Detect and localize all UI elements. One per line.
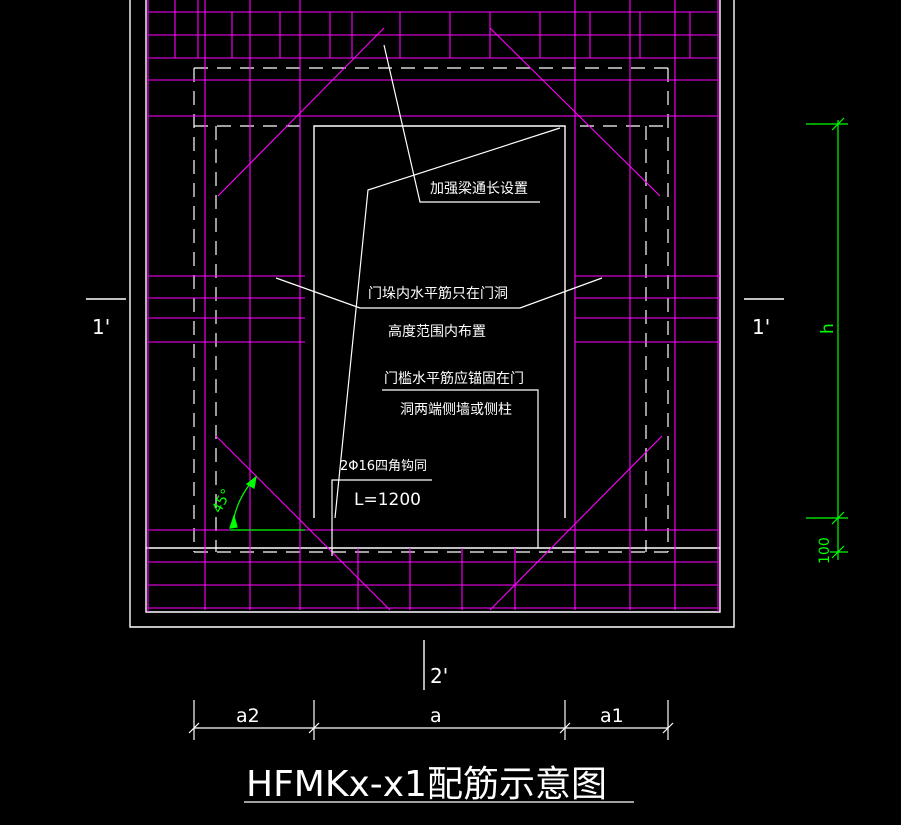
dim-100: 100 [817,537,833,564]
section-marks [86,298,784,690]
corner-bar-length: L=1200 [354,490,421,510]
width-dimension [188,700,674,740]
drawing-title: HFMKx-x1配筋示意图 [246,764,607,805]
sill-note-line2: 洞两端侧墙或侧柱 [400,402,512,418]
rebar-grid [147,0,720,612]
door-opening [146,125,720,549]
dim-a1: a1 [600,705,624,727]
height-dimension [806,117,848,560]
corner-bar-note: 2Φ16四角钩同 [340,459,427,474]
dashed-cage [193,67,669,553]
wall-outline [129,0,735,628]
horizontal-bar-note-line1: 门垛内水平筋只在门洞 [368,285,508,302]
angle-marker [229,475,305,531]
angle-label: 45° [209,486,235,515]
leader-lines [275,44,603,556]
dim-h: h [818,323,838,334]
section-mark-right: 1' [752,315,770,339]
section-mark-left: 1' [92,315,110,339]
dim-a: a [430,705,442,727]
section-mark-bottom: 2' [430,664,448,688]
beam-note: 加强梁通长设置 [430,181,528,197]
dim-a2: a2 [236,705,260,727]
sill-note-line1: 门槛水平筋应锚固在门 [384,370,524,387]
horizontal-bar-note-line2: 高度范围内布置 [388,323,486,340]
